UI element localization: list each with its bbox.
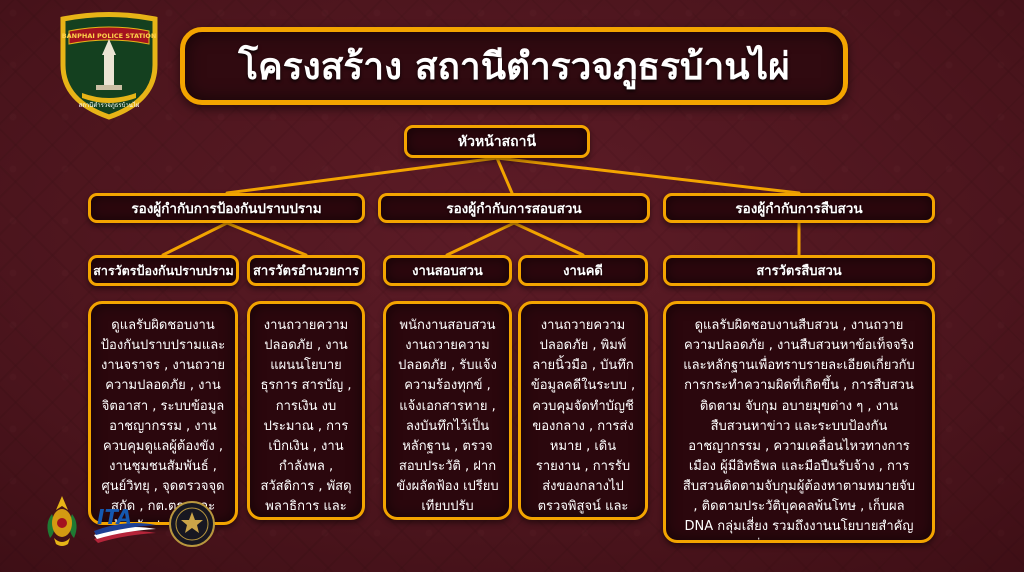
org-root-label: หัวหน้าสถานี [457, 133, 537, 150]
deputy-box-interrogation: รองผู้กำกับการสอบสวน [378, 193, 650, 223]
unit-box-investigation-inspector: สารวัตรสืบสวน [663, 255, 935, 286]
page-title: โครงสร้าง สถานีตำรวจภูธรบ้านไผ่ [238, 43, 790, 88]
detail-panel-prevention: ดูแลรับผิดชอบงานป้องกันปราบปรามและงานจรา… [88, 301, 238, 525]
detail-panel-administration: งานถวายความปลอดภัย , งานแผนนโยบาย ธุรการ… [247, 301, 365, 520]
ministry-emblem-logo [47, 496, 77, 546]
detail-panel-investigation: ดูแลรับผิดชอบงานสืบสวน , งานถวายความปลอด… [663, 301, 935, 543]
unit-label: สารวัตรอำนวยการ [252, 264, 359, 279]
detail-panel-interrogation: พนักงานสอบสวน งานถวายความปลอดภัย , รับแจ… [383, 301, 512, 520]
deputy-label: รองผู้กำกับการป้องกันปราบปราม [131, 201, 322, 217]
detail-panel-case-work: งานถวายความปลอดภัย , พิมพ์ลายนิ้วมือ , บ… [518, 301, 648, 520]
org-root-box: หัวหน้าสถานี [404, 125, 590, 158]
unit-box-interrogation-work: งานสอบสวน [383, 255, 512, 286]
crest-banner-text: BANPHAI POLICE STATION [62, 32, 157, 40]
unit-box-case-work: งานคดี [518, 255, 648, 286]
title-banner: โครงสร้าง สถานีตำรวจภูธรบ้านไผ่ [180, 27, 848, 105]
unit-label: งานคดี [563, 264, 603, 279]
footer-logos: ITA [42, 494, 216, 548]
unit-box-administration-inspector: สารวัตรอำนวยการ [247, 255, 365, 286]
deputy-box-investigation: รองผู้กำกับการสืบสวน [663, 193, 935, 223]
deputy-label: รองผู้กำกับการสืบสวน [735, 201, 863, 217]
ita-logo-text: ITA [97, 505, 132, 529]
unit-box-prevention-inspector: สารวัตรป้องกันปราบปราม [88, 255, 239, 286]
ita-logo: ITA [94, 505, 156, 543]
crest-footer-text: สถานีตำรวจภูธรบ้านไผ่ [79, 101, 140, 109]
deputy-box-prevention-suppression: รองผู้กำกับการป้องกันปราบปราม [88, 193, 365, 223]
unit-label: งานสอบสวน [412, 264, 483, 279]
unit-label: สารวัตรป้องกันปราบปราม [93, 262, 234, 278]
police-badge-logo [169, 501, 215, 547]
deputy-label: รองผู้กำกับการสอบสวน [446, 201, 582, 217]
station-crest: BANPHAI POLICE STATION สถานีตำรวจภูธรบ้า… [54, 7, 164, 125]
unit-label: สารวัตรสืบสวน [756, 264, 842, 279]
